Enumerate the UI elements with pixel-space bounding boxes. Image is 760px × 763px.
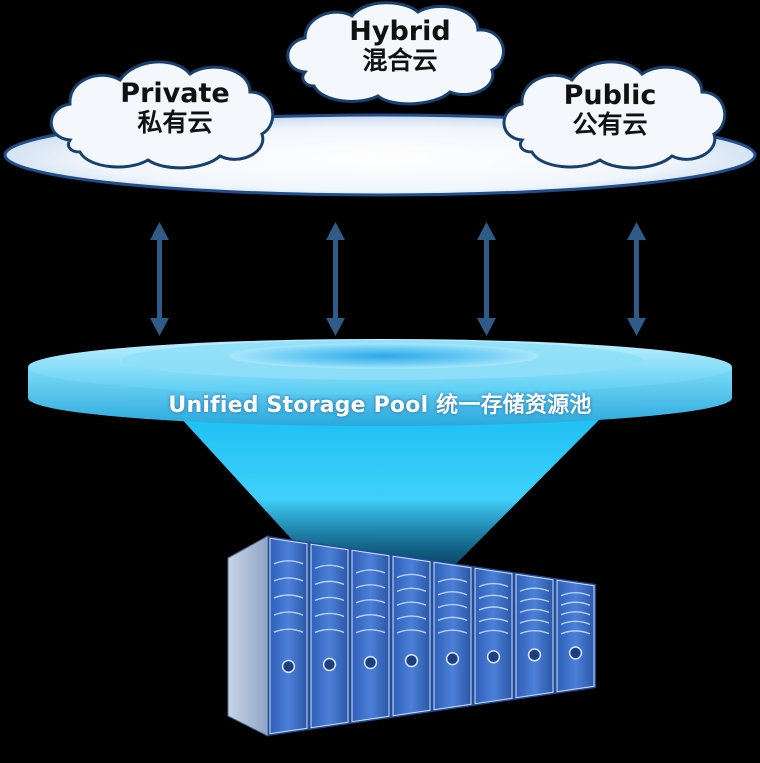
hybrid-cloud-zh: 混合云 — [362, 46, 438, 76]
server-vent-line — [314, 580, 345, 586]
server-rack-icon — [227, 535, 596, 737]
public-cloud-label: Public 公有云 — [535, 80, 685, 140]
server-vent-line — [314, 564, 345, 570]
server-vent-line — [560, 630, 591, 635]
double-arrow-icon — [150, 222, 169, 336]
double-arrow-icon — [326, 222, 345, 336]
server-vent-line — [314, 596, 345, 602]
server-vent-line — [560, 611, 591, 616]
server-vent-line — [273, 577, 304, 582]
server-vent-line — [355, 599, 386, 604]
server-vent-line — [396, 587, 427, 592]
server-vent-line — [519, 598, 550, 603]
server-vent-line — [560, 601, 591, 606]
hybrid-cloud-en: Hybrid — [349, 16, 451, 47]
server-unit — [351, 549, 390, 723]
server-vent-line — [519, 619, 550, 624]
storage-pool-disc — [28, 339, 732, 426]
public-cloud-zh: 公有云 — [572, 110, 648, 140]
server-disk-icon — [404, 653, 419, 668]
server-disk-icon — [486, 650, 501, 664]
server-unit — [269, 537, 308, 735]
server-vent-line — [478, 606, 509, 611]
server-vent-line — [437, 591, 468, 596]
server-vent-line — [273, 560, 304, 565]
server-disk-icon — [445, 652, 460, 666]
server-vent-line — [314, 612, 345, 618]
server-vent-line — [560, 620, 591, 625]
server-vent-line — [355, 584, 386, 589]
server-unit — [433, 561, 472, 711]
hybrid-cloud-icon — [286, 1, 505, 106]
server-disk-icon — [568, 646, 583, 660]
server-vent-line — [519, 629, 550, 635]
server-vent-line — [355, 614, 386, 619]
double-arrow-icon — [627, 222, 646, 336]
server-vent-line — [560, 592, 591, 597]
public-cloud-en: Public — [563, 80, 657, 111]
server-vent-line — [437, 629, 468, 634]
server-vent-line — [273, 611, 304, 616]
server-vent-line — [396, 601, 427, 606]
server-unit — [392, 555, 431, 717]
server-vent-line — [519, 587, 550, 592]
server-unit — [515, 573, 554, 699]
server-vent-line — [437, 578, 468, 583]
server-unit — [556, 579, 595, 693]
server-disk-icon — [281, 659, 296, 674]
server-vent-line — [314, 628, 345, 634]
private-cloud-zh: 私有云 — [137, 108, 213, 138]
server-vent-line — [273, 628, 304, 633]
server-vent-line — [478, 594, 509, 599]
server-vent-line — [355, 628, 386, 634]
hybrid-cloud-label: Hybrid 混合云 — [325, 16, 475, 76]
double-arrow-icon — [477, 222, 496, 336]
connection-arrows — [150, 222, 646, 336]
server-vent-line — [437, 616, 468, 622]
private-cloud-label: Private 私有云 — [100, 78, 250, 138]
server-vent-line — [478, 618, 509, 623]
private-cloud-icon — [49, 60, 275, 170]
storage-beam — [178, 415, 604, 568]
server-vent-line — [437, 603, 468, 609]
server-unit — [310, 543, 349, 729]
public-cloud-icon — [502, 60, 727, 170]
server-disk-icon — [322, 657, 337, 672]
server-vent-line — [273, 594, 304, 599]
private-cloud-en: Private — [120, 78, 230, 109]
server-vent-line — [355, 569, 386, 574]
server-vent-line — [396, 573, 427, 579]
storage-pool-title: Unified Storage Pool 统一存储资源池 — [168, 393, 592, 418]
server-vent-line — [478, 629, 509, 635]
server-vent-line — [478, 582, 509, 588]
server-vent-line — [519, 608, 550, 614]
server-vent-line — [396, 615, 427, 620]
server-disk-icon — [527, 648, 542, 662]
server-unit — [474, 567, 513, 705]
server-disk-icon — [363, 655, 378, 670]
server-vent-line — [396, 629, 427, 634]
